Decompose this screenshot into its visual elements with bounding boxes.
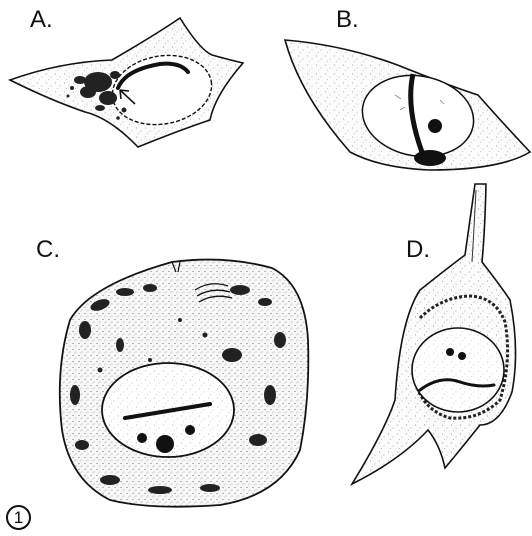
cell-b — [285, 40, 530, 170]
figure-number-badge: 1 — [6, 505, 31, 530]
panel-label-d: D. — [406, 238, 430, 262]
cell-a — [10, 18, 243, 147]
cell-b-nucleolus — [428, 119, 442, 133]
panel-label-c: C. — [36, 238, 60, 262]
panel-label-a: A. — [30, 8, 53, 32]
cell-c — [60, 260, 309, 507]
cell-d-nucleolus-2 — [458, 352, 466, 360]
cell-d-nucleolus-1 — [446, 348, 454, 356]
cell-d — [352, 184, 516, 484]
cell-c-nucleolus-large — [156, 435, 174, 453]
cell-c-nucleolus-small-1 — [137, 433, 147, 443]
panel-label-b: B. — [336, 8, 359, 32]
cell-c-nucleolus-small-2 — [185, 425, 195, 435]
cell-b-basal-body — [414, 150, 446, 166]
